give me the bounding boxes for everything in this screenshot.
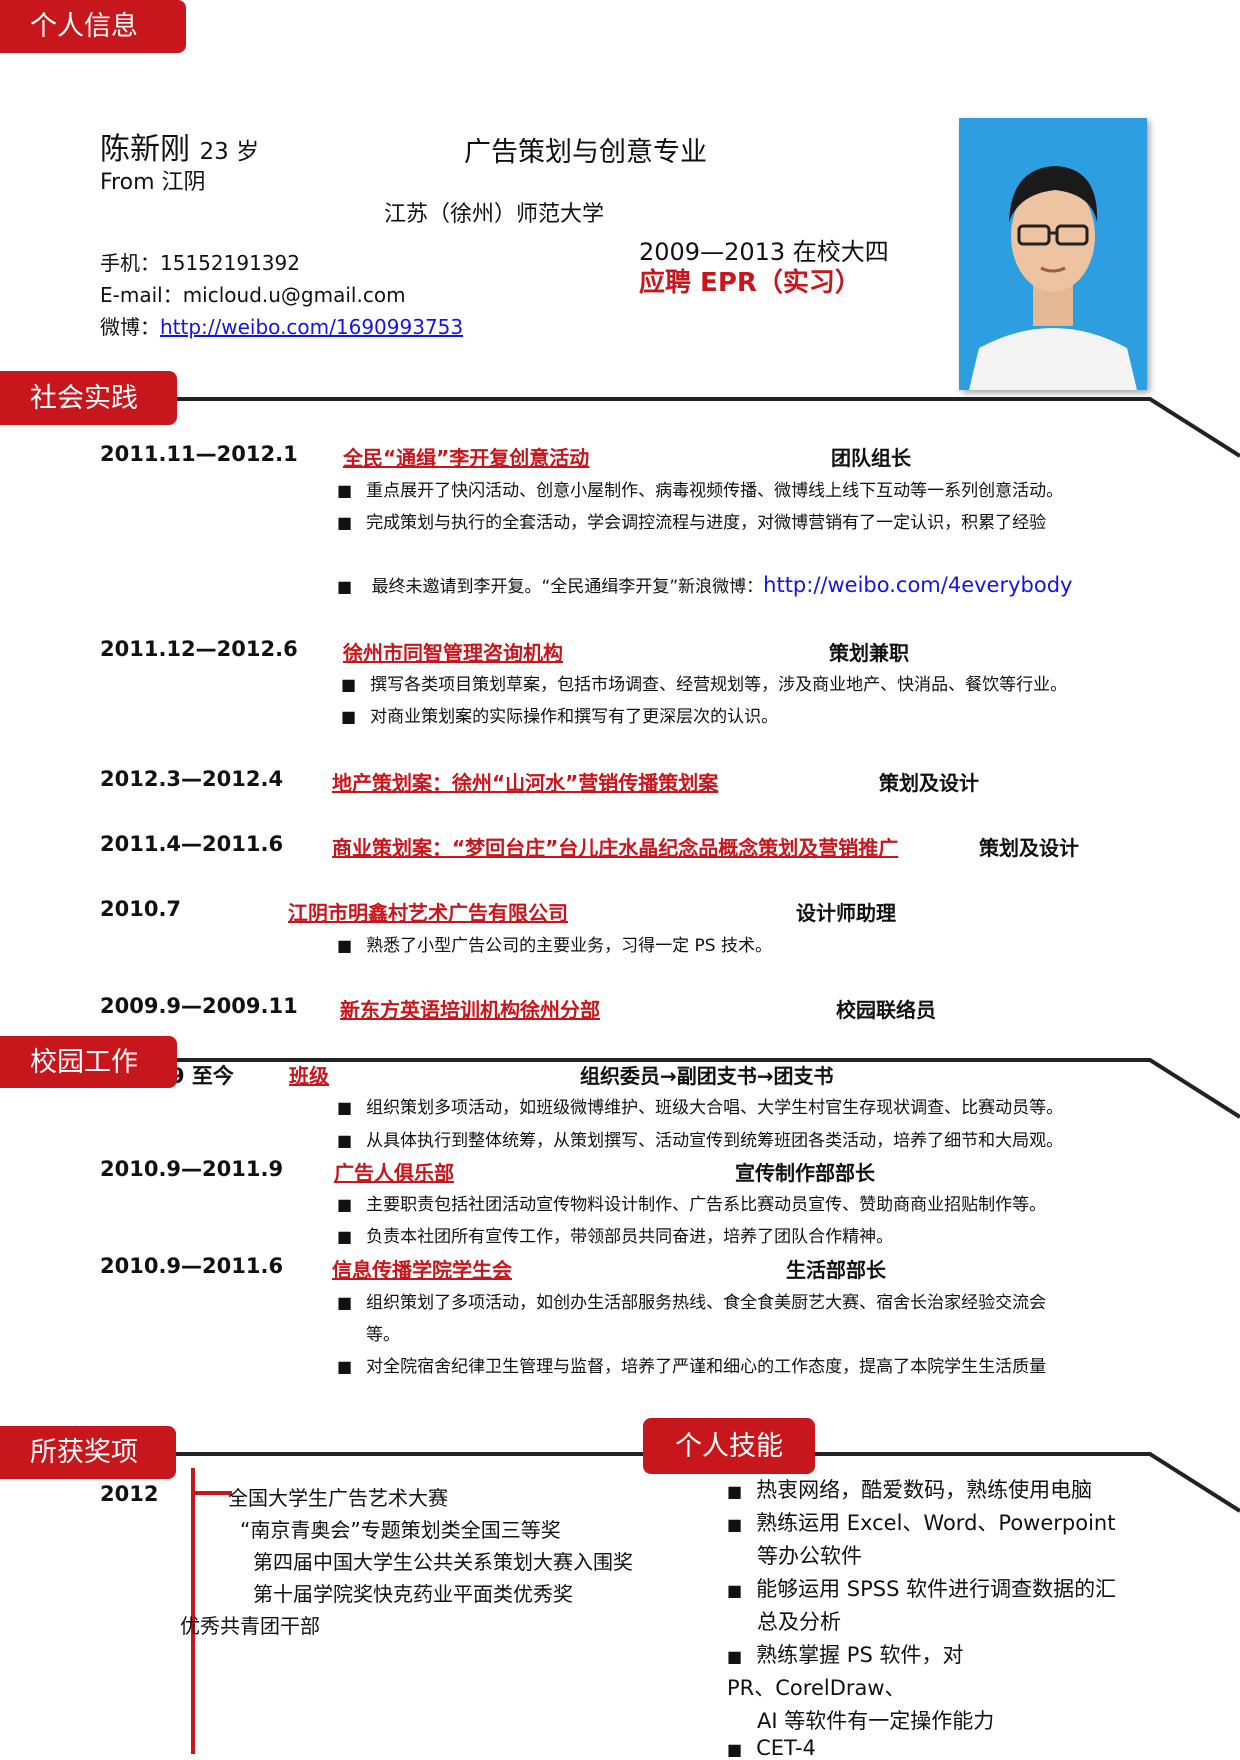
campus-role: 组织委员→副团支书→团支书 [580,1064,834,1088]
campus-date: 2010.9—2011.9 [100,1157,284,1181]
practice-org[interactable]: 新东方英语培训机构徐州分部 [340,998,600,1022]
list-item: 对全院宿舍纪律卫生管理与监督，培养了严谨和细心的工作态度，提高了本院学生生活质量 [337,1352,1046,1377]
practice-org[interactable]: 全民“通缉”李开复创意活动 [343,446,590,470]
practice-date: 2012.3—2012.4 [100,767,284,791]
profile-name-line: 陈新刚 23 岁 [100,124,259,168]
weibo-link[interactable]: http://weibo.com/1690993753 [160,315,464,339]
campus-date: 9 至今 [170,1064,234,1088]
practice-date: 2009.9—2009.11 [100,994,298,1018]
list-item: 组织策划了多项活动，如创办生活部服务热线、食全食美厨艺大赛、宿舍长治家经验交流会 [337,1288,1046,1313]
practice-date: 2010.7 [100,897,182,921]
practice-role: 团队组长 [831,446,911,470]
award-item: 第四届中国大学生公共关系策划大赛入围奖 [253,1550,633,1574]
skill-item: 熟练运用 Excel、Word、Powerpoint [727,1507,1115,1537]
campus-date: 2010.9—2011.6 [100,1254,284,1278]
practice-org[interactable]: 地产策划案：徐州“山河水”营销传播策划案 [332,771,719,795]
practice-org[interactable]: 商业策划案：“梦回台庄”台儿庄水晶纪念品概念策划及营销推广 [332,836,899,860]
list-item: 熟悉了小型广告公司的主要业务，习得一定 PS 技术。 [337,931,772,956]
practice-org[interactable]: 徐州市同智管理咨询机构 [343,641,563,665]
award-item: 优秀共青团干部 [180,1614,320,1638]
skill-item: CET-4 [727,1736,816,1760]
profile-apply: 应聘 EPR（实习） [639,268,861,298]
practice-role: 策划及设计 [979,836,1079,860]
skill-item-continued: 总及分析 [757,1610,841,1634]
section-label: 校园工作 [30,1046,138,1078]
profile-email: E-mail：micloud.u@gmail.com [100,283,406,307]
section-tab-skills[interactable]: 个人技能 [643,1418,815,1474]
campus-org[interactable]: 班级 [289,1064,329,1088]
list-item: 完成策划与执行的全套活动，学会调控流程与进度，对微博营销有了一定认识，积累了经验 [337,508,1046,533]
practice-role: 策划及设计 [879,771,979,795]
profile-school: 江苏（徐州）师范大学 [384,202,605,227]
list-item: 从具体执行到整体统筹，从策划撰写、活动宣传到统筹班团各类活动，培养了细节和大局观… [337,1126,1063,1151]
profile-name: 陈新刚 [100,132,190,167]
campus-org[interactable]: 信息传播学院学生会 [332,1258,512,1282]
campus-role: 宣传制作部部长 [735,1161,875,1185]
award-item: 第十届学院奖快克药业平面类优秀奖 [253,1582,573,1606]
list-item-continued: 等。 [366,1325,400,1345]
award-item: 全国大学生广告艺术大赛 [228,1486,448,1510]
award-year: 2012 [100,1482,159,1506]
profile-age: 23 岁 [199,139,260,165]
skill-item-continued: PR、CorelDraw、 [727,1676,906,1700]
list-item: 最终未邀请到李开复。“全民通缉李开复”新浪微博：http://weibo.com… [337,572,1073,597]
list-item: 对商业策划案的实际操作和撰写有了更深层次的认识。 [341,702,778,727]
campus-role: 生活部部长 [786,1258,886,1282]
practice-role: 校园联络员 [836,998,936,1022]
list-item: 主要职责包括社团活动宣传物料设计制作、广告系比赛动员宣传、赞助商商业招贴制作等。 [337,1190,1046,1215]
list-item: 组织策划多项活动，如班级微博维护、班级大合唱、大学生村官生存现状调查、比赛动员等… [337,1093,1063,1118]
profile-period: 2009—2013 在校大四 [639,238,889,266]
list-item: 重点展开了快闪活动、创意小屋制作、病毒视频传播、微博线上线下互动等一系列创意活动… [337,476,1063,501]
profile-phone: 手机：15152191392 [100,251,300,275]
practice-date: 2011.11—2012.1 [100,442,298,466]
list-item: 负责本社团所有宣传工作，带领部员共同奋进，培养了团队合作精神。 [337,1222,893,1247]
practice-role: 策划兼职 [829,641,909,665]
profile-major: 广告策划与创意专业 [464,137,707,168]
practice-role: 设计师助理 [796,901,896,925]
profile-photo [959,118,1147,390]
section-tab-campus[interactable]: 校园工作 [0,1036,177,1088]
profile-weibo: 微博：http://weibo.com/1690993753 [100,311,463,340]
weibo-label: 微博： [100,315,160,339]
skill-item: 热衷网络，酷爱数码，熟练使用电脑 [727,1474,1092,1504]
section-label: 所获奖项 [30,1437,138,1468]
section-label: 个人技能 [675,1430,783,1462]
skill-item: 熟练掌握 PS 软件，对 [727,1639,963,1669]
section-label: 社会实践 [30,382,138,414]
practice-date: 2011.12—2012.6 [100,637,298,661]
award-item: “南京青奥会”专题策划类全国三等奖 [240,1518,561,1542]
bullet-text: 最终未邀请到李开复。“全民通缉李开复”新浪微博： [371,577,764,597]
skill-item-continued: AI 等软件有一定操作能力 [757,1709,995,1733]
section-tab-personal[interactable]: 个人信息 [0,0,186,53]
section-tab-awards[interactable]: 所获奖项 [0,1426,176,1479]
section-label: 个人信息 [30,11,138,42]
list-item: 撰写各类项目策划草案，包括市场调查、经营规划等，涉及商业地产、快消品、餐饮等行业… [341,670,1067,695]
weibo-4everybody-link[interactable]: http://weibo.com/4everybody [763,573,1073,597]
practice-org[interactable]: 江阴市明鑫村艺术广告有限公司 [288,901,568,925]
practice-date: 2011.4—2011.6 [100,832,284,856]
section-tab-practice[interactable]: 社会实践 [0,371,177,425]
skill-item: 能够运用 SPSS 软件进行调查数据的汇 [727,1573,1116,1603]
skill-item-continued: 等办公软件 [757,1544,862,1568]
profile-from: From 江阴 [100,170,206,195]
campus-org[interactable]: 广告人俱乐部 [334,1161,454,1185]
portrait-illustration [959,118,1147,390]
